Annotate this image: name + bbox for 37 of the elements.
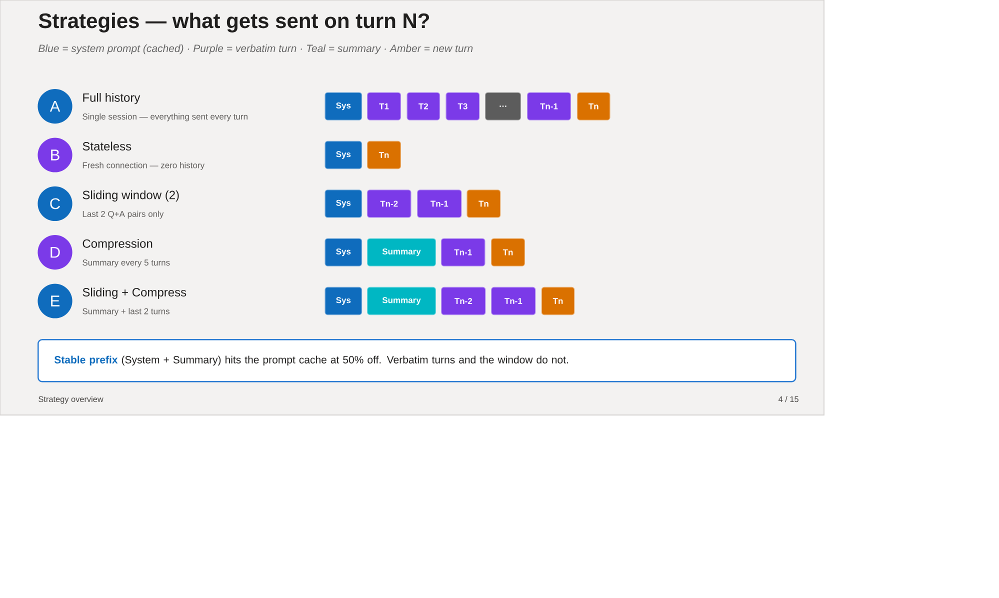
message-chip: Tn-1 — [491, 286, 536, 316]
title: Strategies — what gets sent on turn N? — [38, 12, 430, 32]
message-chip: Tn — [576, 92, 610, 120]
row-description: Single session — everything sent every turn — [82, 113, 248, 122]
row-title: Stateless — [82, 142, 132, 151]
message-chip: Tn-1 — [440, 238, 486, 266]
page-number: 4 / 15 — [778, 396, 798, 402]
row-title: Full history — [83, 93, 140, 104]
message-chip: Summary — [367, 238, 436, 266]
subtitle: Blue = system prompt (cached) · Purple = verbatim turn · Teal = summary · Amber = new turn — [38, 44, 473, 54]
row-description: Summary + last 2 turns — [82, 308, 170, 316]
message-chip: Tn-1 — [417, 190, 462, 218]
message-chip: Tn-1 — [527, 92, 571, 120]
message-chip: Tn-2 — [366, 190, 412, 218]
footer-text: Strategy overview — [38, 396, 104, 404]
message-chip: … — [485, 92, 521, 120]
message-chip: Sys — [324, 286, 362, 316]
message-chip: T1 — [367, 92, 402, 120]
message-chip: T3 — [446, 92, 480, 120]
message-chip: Tn — [466, 190, 501, 218]
message-chip: Sys — [324, 238, 362, 266]
row-title: Sliding + Compress — [82, 288, 186, 299]
row-title: Compression — [82, 239, 152, 250]
message-chip: Tn — [367, 140, 402, 170]
message-chip: Tn — [491, 238, 525, 266]
row-title: Sliding window (2) — [82, 190, 179, 202]
message-chip: Sys — [324, 140, 362, 170]
message-chip: Summary — [367, 286, 436, 316]
row-description: Last 2 Q+A pairs only — [82, 210, 164, 219]
row-description: Fresh connection — zero history — [82, 162, 205, 170]
message-chip: Tn-2 — [441, 286, 486, 316]
message-chip: Sys — [324, 92, 362, 120]
row-description: Summary every 5 turns — [82, 260, 170, 268]
message-chip: T2 — [406, 92, 440, 120]
message-chip: Tn — [541, 286, 575, 316]
message-chip: Sys — [324, 190, 362, 218]
callout-box: Stable prefix (System + Summary) hits the prompt cache at 50% off. Verbatim turns and the window do not. — [38, 339, 796, 382]
